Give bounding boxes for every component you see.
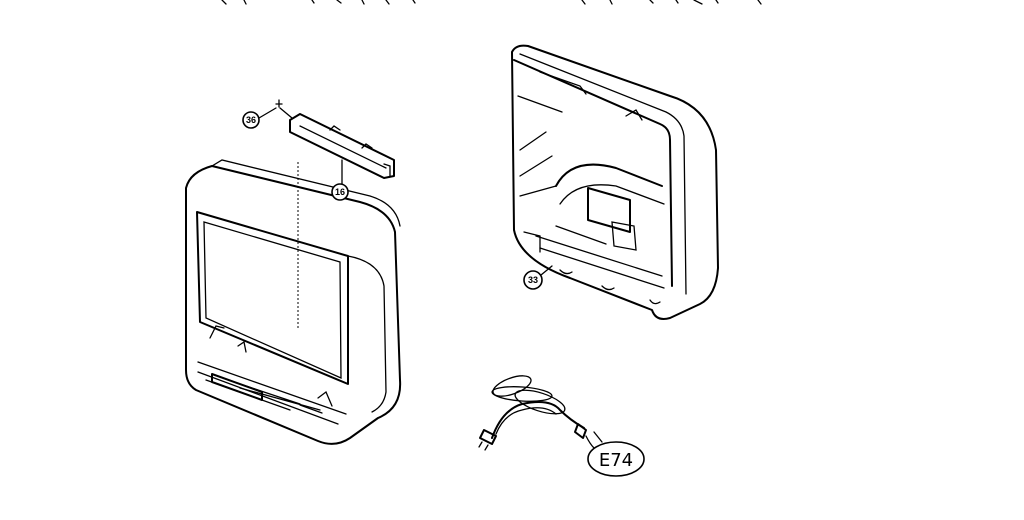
top-edge-fragments: [221, 0, 762, 5]
back-cabinet: [511, 44, 719, 320]
power-cord: [478, 375, 595, 451]
svg-text:36: 36: [246, 115, 256, 125]
front-cabinet: [185, 159, 402, 445]
callout-clip-screw: 36: [242, 107, 277, 129]
callout-back-cabinet: 33: [523, 265, 553, 290]
svg-text:33: 33: [528, 275, 538, 285]
svg-text:16: 16: [335, 187, 345, 197]
callout-bracket: 16: [331, 183, 349, 201]
bracket-part: [275, 99, 395, 185]
svg-text:E74: E74: [599, 450, 633, 471]
callout-power-cord: E74: [587, 431, 645, 477]
